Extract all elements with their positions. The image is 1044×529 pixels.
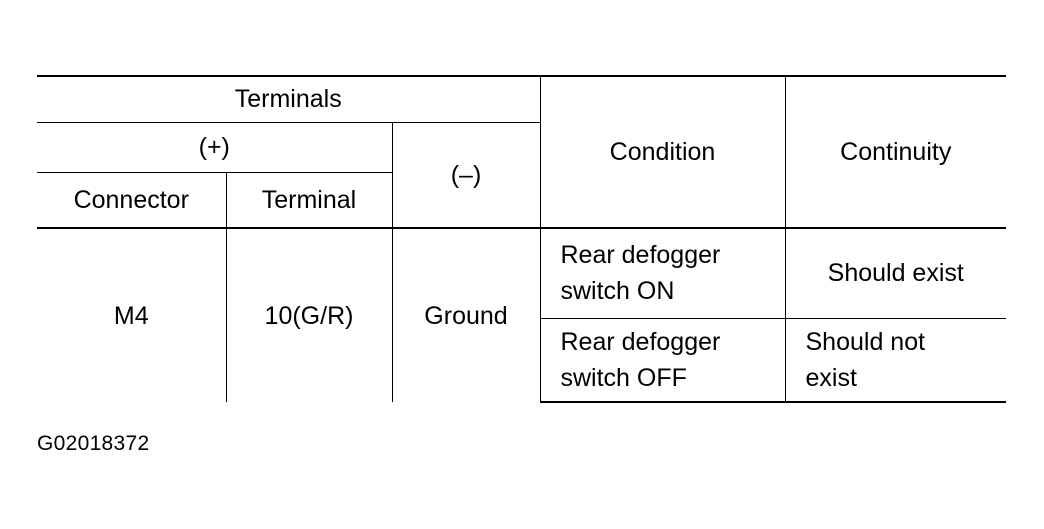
cell-connector: M4 [37, 227, 226, 402]
header-minus: (–) [391, 121, 540, 228]
continuity-line: exist [805, 363, 857, 392]
header-connector: Connector [37, 171, 226, 228]
continuity-line: Should not [805, 327, 926, 356]
condition-line: switch OFF [560, 363, 687, 392]
cell-continuity: Should exist [784, 227, 1006, 318]
header-condition: Condition [539, 75, 785, 228]
header-continuity: Continuity [784, 75, 1006, 228]
header-terminal: Terminal [225, 171, 392, 228]
cell-terminal: 10(G/R) [225, 227, 392, 402]
figure-id: G02018372 [37, 432, 150, 455]
cell-condition: Rear defogger switch ON [539, 227, 785, 318]
header-terminals: Terminals [37, 75, 540, 122]
cell-continuity: Should not exist [784, 317, 1006, 403]
condition-line: Rear defogger [560, 327, 721, 356]
condition-line: switch ON [560, 277, 675, 306]
header-plus: (+) [37, 121, 392, 172]
cell-minus: Ground [391, 227, 540, 402]
table-row: Rear defogger switch OFF Should not exis… [37, 317, 1006, 403]
continuity-spec-table: Terminals Condition Continuity (+) (–) C… [37, 75, 1006, 403]
condition-line: Rear defogger [560, 241, 721, 270]
cell-condition: Rear defogger switch OFF [539, 317, 785, 403]
continuity-line: Should exist [827, 259, 964, 288]
table-row: M4 10(G/R) Ground Rear defogger switch O… [37, 227, 1006, 402]
